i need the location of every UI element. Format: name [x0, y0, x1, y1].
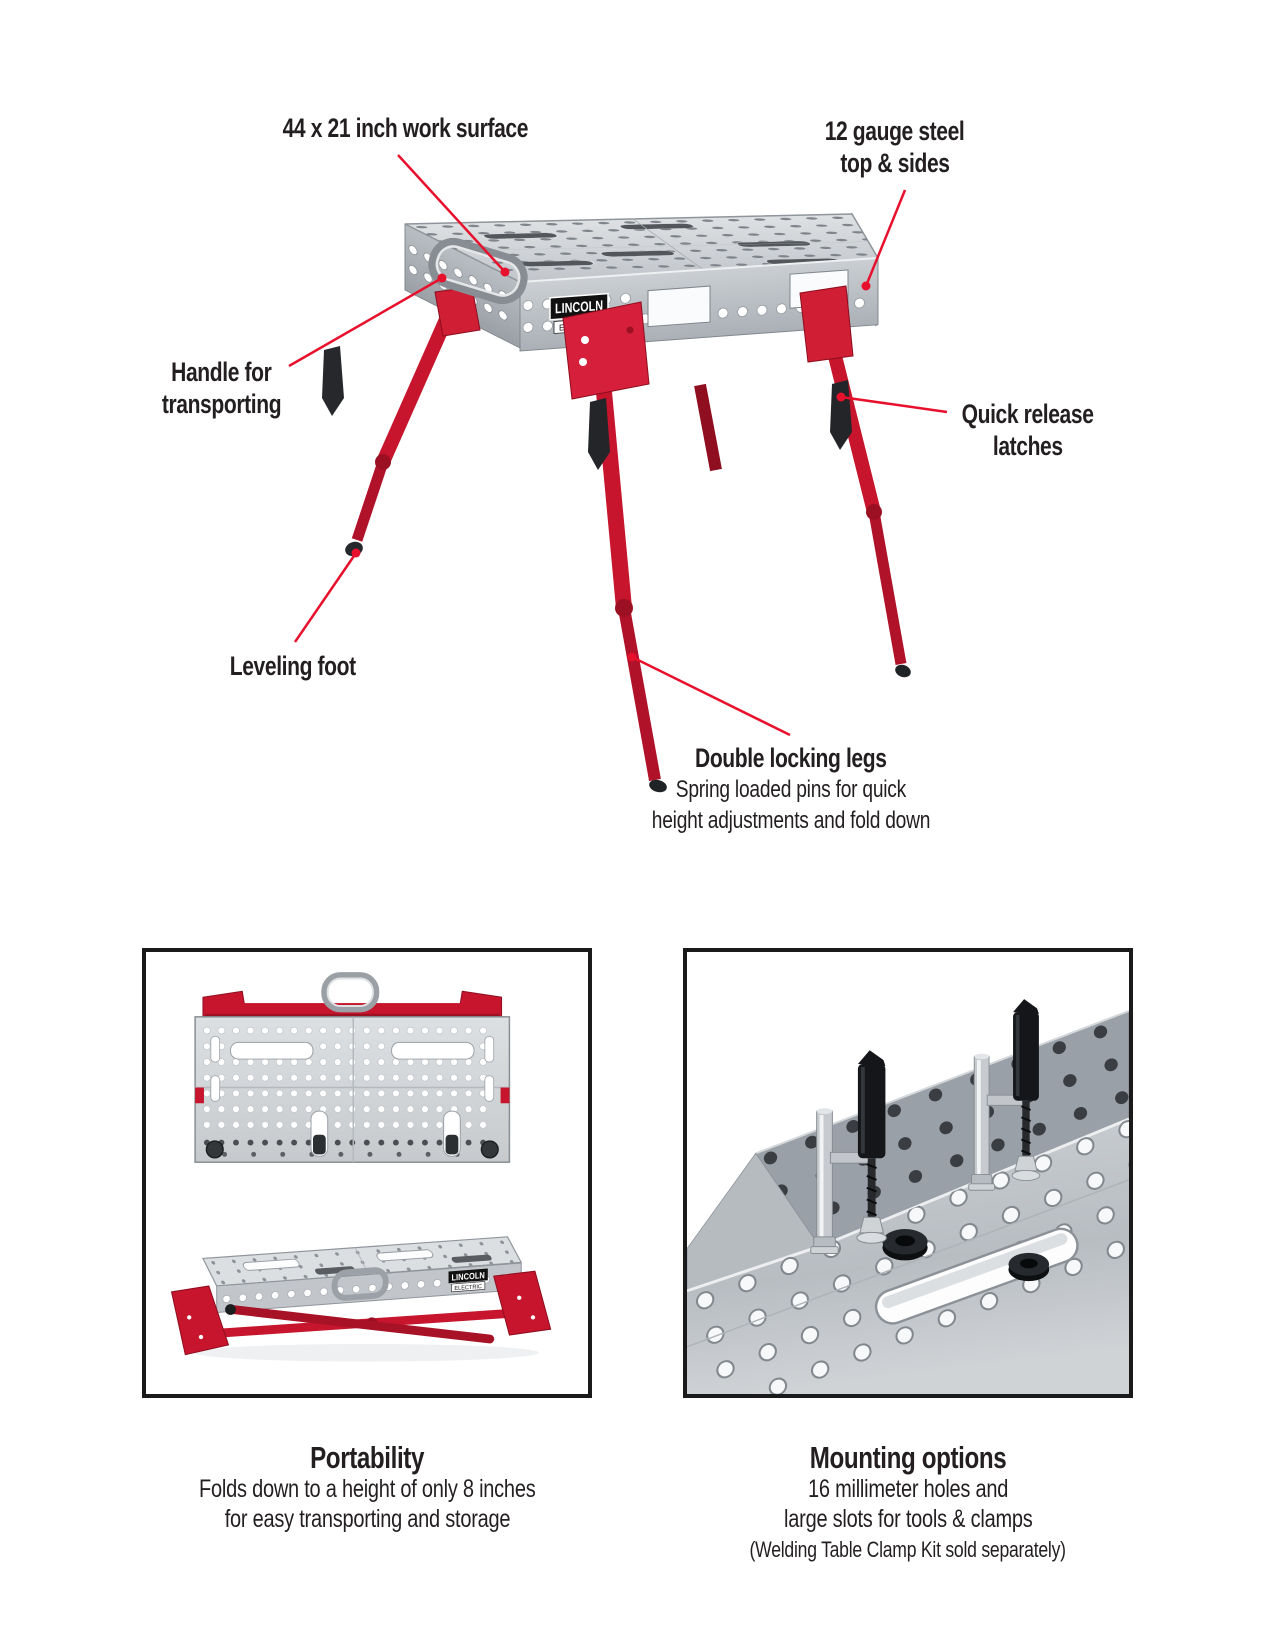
leg-brackets	[434, 285, 854, 400]
callout-locking-legs: Double locking legs Spring loaded pins f…	[591, 742, 991, 836]
callout-locking-legs-title: Double locking legs	[695, 743, 887, 773]
callout-gauge-line2: top & sides	[840, 148, 950, 178]
callout-leveling-foot: Leveling foot	[93, 650, 493, 682]
folded-legs	[170, 1270, 552, 1356]
folded-lying-view: LINCOLN ELECTRIC	[170, 1236, 552, 1362]
folded-brand-name: LINCOLN	[451, 1270, 484, 1282]
folded-standing-view	[194, 972, 511, 1163]
folded-handle-icon	[321, 972, 380, 1013]
folded-brand-sub: ELECTRIC	[454, 1284, 482, 1292]
portability-caption: Portability Folds down to a height of on…	[142, 1441, 592, 1534]
callout-quick-release-line1: Quick release	[962, 399, 1094, 429]
top-slots	[442, 218, 878, 273]
welding-table-illustration: LINCOLN ELECTRIC	[288, 154, 948, 793]
callout-leveling-foot-label: Leveling foot	[230, 651, 356, 681]
callout-locking-legs-line1: Spring loaded pins for quick	[675, 776, 907, 803]
callout-quick-release-line2: latches	[993, 431, 1063, 461]
portability-title: Portability	[310, 1440, 424, 1475]
mounting-options-illustration	[687, 998, 1129, 1394]
mounting-title: Mounting options	[809, 1440, 1007, 1475]
washer-ring	[1008, 1252, 1050, 1282]
callout-handle: Handle for transporting	[21, 356, 421, 420]
callout-quick-release: Quick release latches	[828, 398, 1228, 462]
mounting-line1: 16 millimeter holes and	[807, 1475, 1009, 1503]
table-surface-closeup	[687, 1010, 1129, 1394]
portability-line1: Folds down to a height of only 8 inches	[198, 1475, 536, 1503]
callout-work-surface: 44 x 21 inch work surface	[205, 112, 605, 144]
mounting-caption: Mounting options 16 millimeter holes and…	[683, 1441, 1133, 1563]
quick-release-latch-icons	[322, 346, 852, 470]
callout-gauge-line1: 12 gauge steel	[825, 116, 965, 146]
folded-brand-badge: LINCOLN ELECTRIC	[448, 1268, 488, 1293]
callout-handle-line1: Handle for	[170, 357, 272, 387]
brand-name: LINCOLN	[555, 297, 603, 317]
mounting-line2: large slots for tools & clamps	[783, 1505, 1033, 1533]
folded-table-illustration: LINCOLN ELECTRIC	[170, 972, 552, 1362]
callout-gauge: 12 gauge steel top & sides	[695, 115, 1095, 179]
portability-line2: for easy transporting and storage	[224, 1505, 510, 1533]
large-slot	[874, 1227, 1079, 1325]
washer-ring	[882, 1228, 928, 1261]
portability-image-box: LINCOLN ELECTRIC	[142, 948, 592, 1398]
callout-leader-lines	[288, 154, 948, 737]
callout-work-surface-label: 44 x 21 inch work surface	[282, 113, 528, 143]
callout-locking-legs-line2: height adjustments and fold down	[651, 807, 931, 834]
mounting-note: (Welding Table Clamp Kit sold separately…	[749, 1537, 1067, 1562]
callout-handle-line2: transporting	[161, 389, 281, 419]
mounting-image-box	[683, 948, 1133, 1398]
